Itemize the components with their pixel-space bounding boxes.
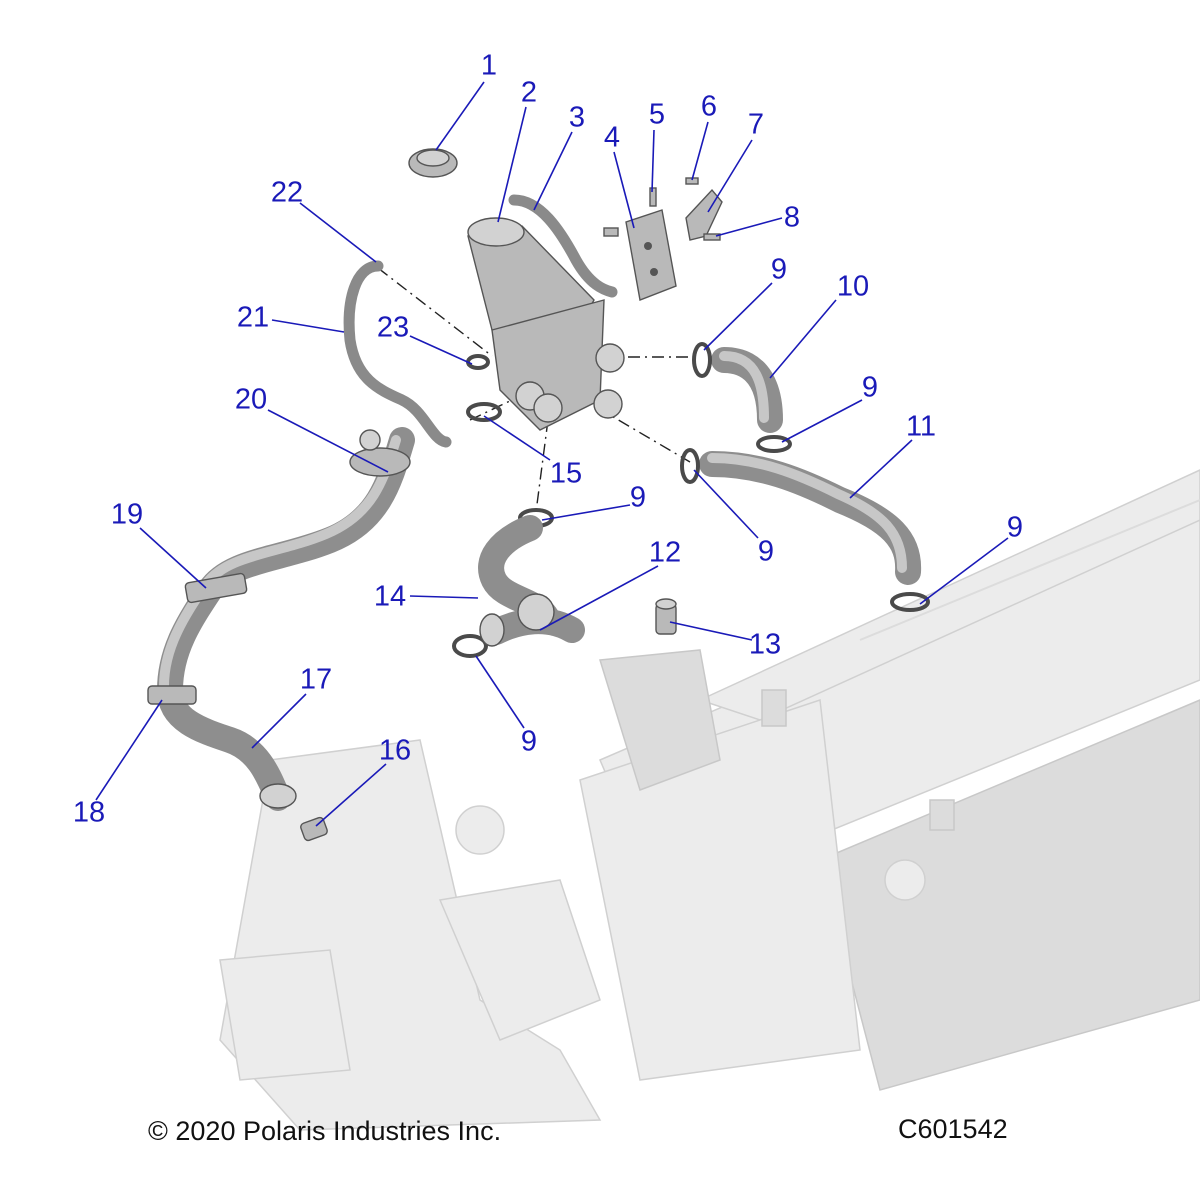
callout-2: 2 [520, 76, 538, 109]
callout-9-bottom: 9 [520, 725, 538, 758]
bleed-hose [343, 260, 452, 448]
coolant-reservoir [467, 217, 625, 431]
callout-9-long-hose: 9 [757, 535, 775, 568]
callout-11: 11 [905, 410, 937, 443]
left-coolant-hose [147, 427, 415, 811]
mounting-bracket [603, 177, 723, 301]
callout-23: 23 [376, 311, 410, 344]
callout-8: 8 [783, 201, 801, 234]
callout-14: 14 [373, 580, 407, 613]
callout-3: 3 [568, 101, 586, 134]
drawing-number: C601542 [898, 1114, 1008, 1144]
callout-16: 16 [378, 734, 412, 767]
callout-19: 19 [110, 498, 144, 531]
callout-17: 17 [299, 663, 333, 696]
callout-6: 6 [700, 90, 718, 123]
vent-hose [508, 194, 618, 298]
callout-22: 22 [270, 176, 304, 209]
radiator-cap [408, 148, 458, 178]
callout-9-upper-right: 9 [770, 253, 788, 286]
lower-fitting-assembly [478, 515, 585, 647]
callout-18: 18 [72, 796, 106, 829]
copyright-notice: © 2020 Polaris Industries Inc. [148, 1116, 502, 1146]
callout-12: 12 [648, 536, 682, 569]
sensor-fitting [655, 598, 677, 635]
chassis-frame [219, 469, 1200, 1131]
callout-15: 15 [549, 457, 583, 490]
callout-4: 4 [603, 121, 621, 154]
callout-20: 20 [234, 383, 268, 416]
callout-9-far-right: 9 [1006, 511, 1024, 544]
bottom-fitting [300, 816, 328, 842]
callout-10: 10 [836, 270, 870, 303]
callout-13: 13 [748, 628, 782, 661]
callout-9-elbow: 9 [861, 371, 879, 404]
leader-lines [95, 81, 1009, 827]
callout-21: 21 [236, 301, 270, 334]
callout-7: 7 [747, 108, 765, 141]
callout-9-middle: 9 [629, 481, 647, 514]
callout-5: 5 [648, 98, 666, 131]
callout-1: 1 [480, 49, 498, 82]
